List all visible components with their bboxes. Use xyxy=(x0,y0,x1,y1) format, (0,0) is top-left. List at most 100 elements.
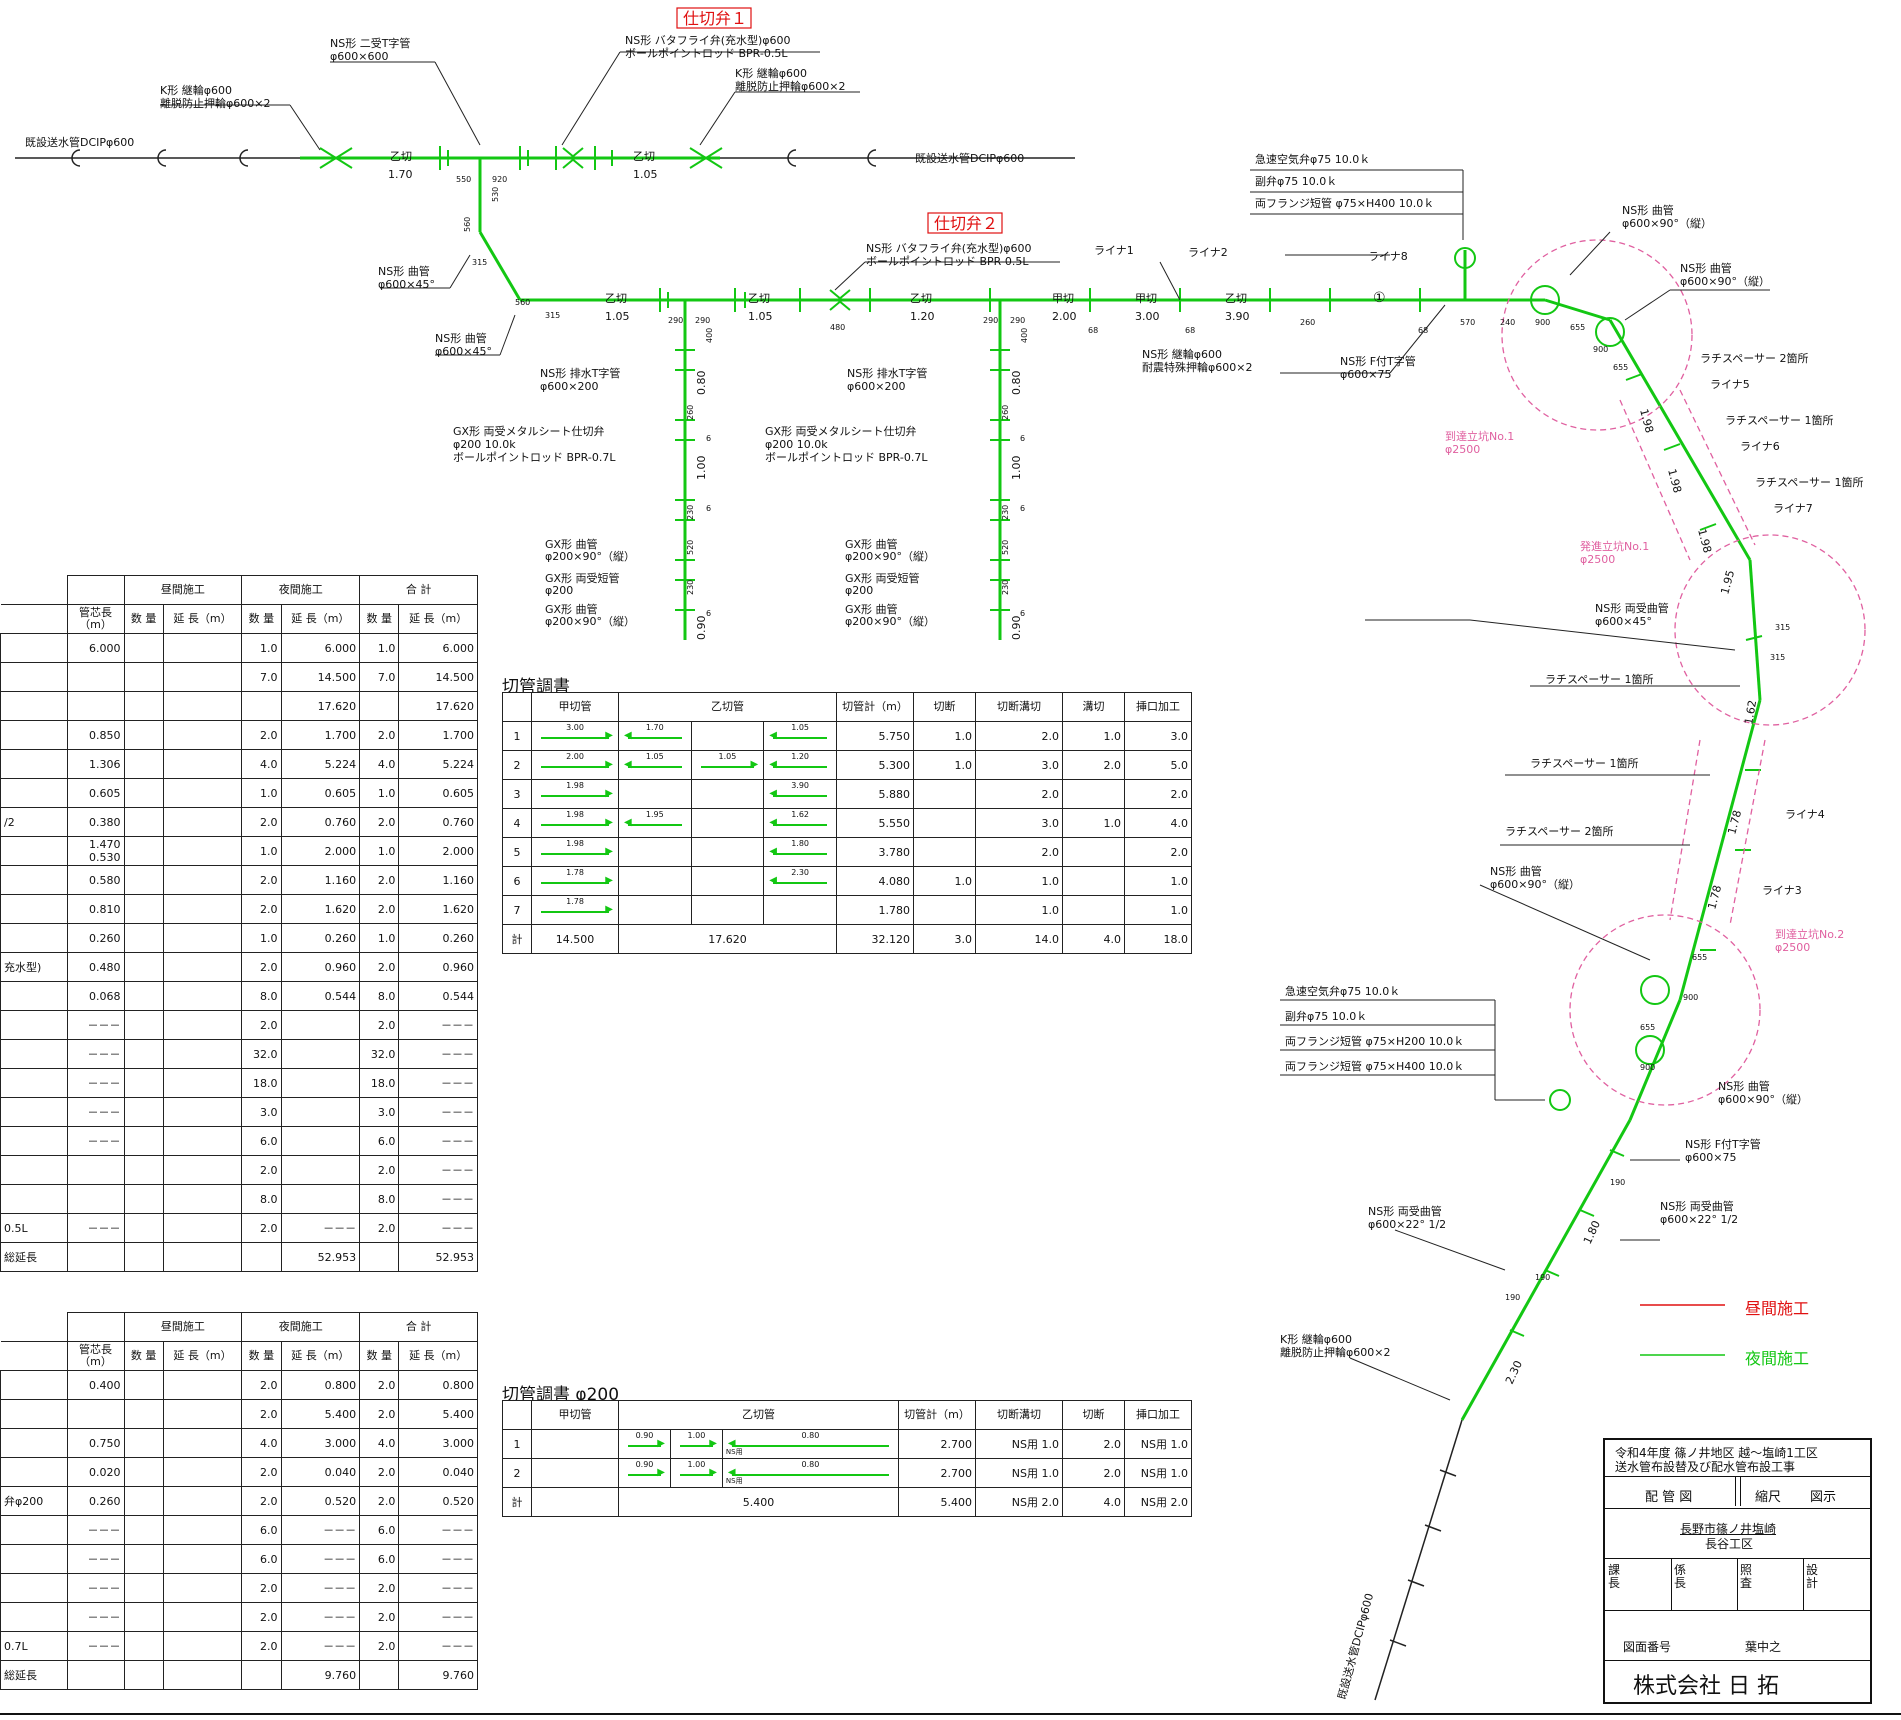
total-ext: －－－ xyxy=(398,1068,478,1098)
total-qty: 6.0 xyxy=(359,1126,400,1156)
night-ext: 9.760 xyxy=(280,1660,361,1690)
cut-sum: 3.780 xyxy=(836,837,914,867)
day-ext xyxy=(162,865,243,895)
row-name xyxy=(0,662,68,692)
row-name: /2 xyxy=(0,807,68,837)
cut-arrow xyxy=(773,853,827,855)
total-ext: －－－ xyxy=(398,1544,478,1574)
night-ext xyxy=(280,1039,361,1069)
day-qty xyxy=(123,1544,164,1574)
spacer-4: ラチスペーサー 1箇所 xyxy=(1545,672,1654,686)
night-ext: 0.960 xyxy=(280,952,361,982)
cut-piece-length: 1.00 xyxy=(687,1460,706,1469)
total-qty: 2.0 xyxy=(359,807,400,837)
day-ext xyxy=(162,1660,243,1690)
total-ext: 0.520 xyxy=(398,1486,478,1516)
day-ext xyxy=(162,981,243,1011)
night-qty: 2.0 xyxy=(241,1399,282,1429)
cut-piece xyxy=(690,721,765,751)
total-qty: 2.0 xyxy=(359,1213,400,1243)
cut-h-otsu: 乙切管 xyxy=(618,692,837,722)
k-ring2-label-2: 離脱防止押輪φ600×2 xyxy=(735,79,845,93)
leader-lines xyxy=(160,51,1770,1401)
groove xyxy=(1062,866,1125,896)
cut-piece-length: 1.98 xyxy=(566,810,584,819)
air-valve-1: 急速空気弁φ75 10.0ｋ xyxy=(1255,152,1370,166)
day-ext xyxy=(162,1010,243,1040)
table-row: －－－6.0－－－6.0－－－ xyxy=(0,1515,478,1545)
total-ext: 9.760 xyxy=(398,1660,478,1690)
cut-piece-length: 3.00 xyxy=(566,723,584,732)
dim: 315 xyxy=(472,258,487,267)
cut-groove: 3.0 xyxy=(975,808,1063,838)
total-ext: 3.000 xyxy=(398,1428,478,1458)
day-ext xyxy=(162,1155,243,1185)
cut-h-cg: 切断溝切 xyxy=(975,692,1063,722)
night-ext: 0.520 xyxy=(280,1486,361,1516)
row-name xyxy=(0,1370,68,1400)
dim: 900 xyxy=(1640,1063,1655,1072)
night-ext: 0.760 xyxy=(280,807,361,837)
cut-arrow xyxy=(679,1445,713,1447)
total-sum: 5.400 xyxy=(898,1487,976,1517)
existing-left-label: 既設送水管DCIPφ600 xyxy=(25,135,134,149)
ns-double-bend22a: NS形 両受曲管 xyxy=(1660,1199,1734,1213)
day-ext xyxy=(162,1068,243,1098)
day-ext xyxy=(162,923,243,953)
pit3-label-2: φ2500 xyxy=(1775,941,1810,954)
row-name xyxy=(0,836,68,866)
cut-mark-ko: 甲切 xyxy=(1052,292,1074,305)
core-length: 0.580 xyxy=(66,865,125,895)
groove: 1.0 xyxy=(1062,721,1125,751)
day-qty xyxy=(123,1486,164,1516)
cut-arrow xyxy=(628,1474,661,1476)
night-ext: 52.953 xyxy=(280,1242,361,1272)
night-ext: 0.544 xyxy=(280,981,361,1011)
dim: 550 xyxy=(456,175,471,184)
core-length xyxy=(66,1155,125,1185)
pipe-fittings xyxy=(319,146,1763,1337)
dim: 900 xyxy=(1593,345,1608,354)
day-qty xyxy=(123,1126,164,1156)
cut-mark-otsu: 乙切 xyxy=(748,292,770,305)
night-ext: 1.700 xyxy=(280,720,361,750)
arrow-head-icon: ◀ xyxy=(769,846,777,857)
cut-piece: 1.05◀ xyxy=(763,721,837,751)
dim: 230 xyxy=(686,580,695,595)
total-qty: 2.0 xyxy=(359,894,400,924)
pit2-label: 発進立坑No.1 xyxy=(1580,539,1649,553)
night-ext: －－－ xyxy=(280,1573,361,1603)
day-ext xyxy=(162,778,243,808)
total-qty: 1.0 xyxy=(359,923,400,953)
row-no: 6 xyxy=(502,866,532,896)
cut-groove: 2.0 xyxy=(975,779,1063,809)
tb-scale: 図示 xyxy=(1810,1490,1837,1505)
table-row: －－－2.0－－－2.0－－－ xyxy=(0,1602,478,1632)
row-name xyxy=(0,749,68,779)
row-name xyxy=(0,1573,68,1603)
night-qty: 2.0 xyxy=(241,1602,282,1632)
arrow-head-icon: ▶ xyxy=(605,846,613,857)
core-length: 0.020 xyxy=(66,1457,125,1487)
liner-3: ライナ3 xyxy=(1762,884,1802,897)
day-qty xyxy=(123,1457,164,1487)
night-qty: 6.0 xyxy=(241,1126,282,1156)
dim: 6 xyxy=(1020,609,1025,618)
qty-header: 数 量 xyxy=(123,1341,164,1371)
drain-tee2-label-2: φ600×200 xyxy=(847,380,905,393)
arrow-head-icon: ▶ xyxy=(657,1438,665,1449)
row-name: 0.5L xyxy=(0,1213,68,1243)
row-name xyxy=(0,1544,68,1574)
core-length: 0.068 xyxy=(66,981,125,1011)
tb-scale-label: 縮尺 xyxy=(1755,1490,1782,1505)
total-qty: 2.0 xyxy=(359,1631,400,1661)
arrow-head-icon: ◀ xyxy=(769,759,777,770)
total-ext: 0.544 xyxy=(398,981,478,1011)
